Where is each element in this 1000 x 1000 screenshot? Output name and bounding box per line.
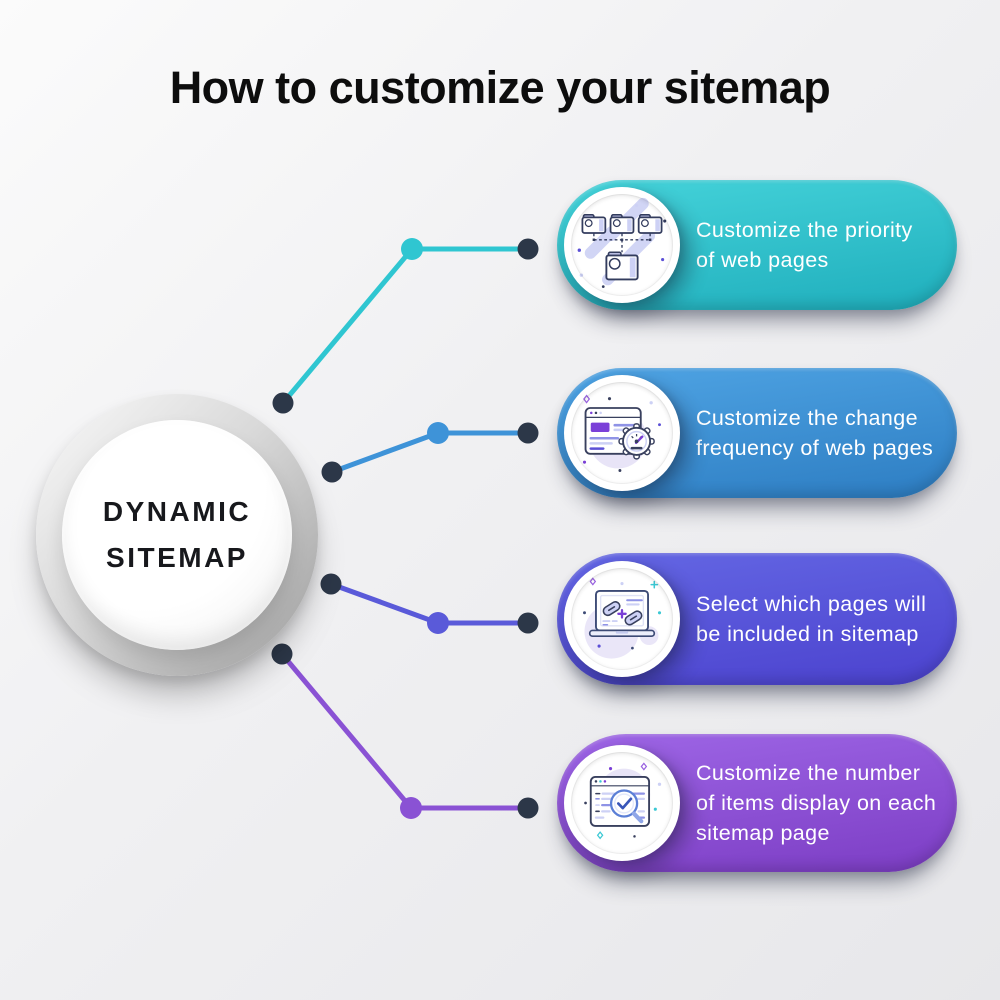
step-card-page-selection: Select which pages will be included in s… — [557, 553, 957, 685]
link-glyph — [602, 601, 621, 617]
connector-line-step-1 — [281, 246, 528, 405]
hub-node-dot-1 — [272, 392, 294, 414]
folder-glyph — [637, 214, 663, 234]
sitemap-folders-icon — [577, 197, 667, 289]
hub-node-dot-2 — [321, 461, 343, 483]
page-title: How to customize your sitemap — [169, 62, 831, 113]
hub-node-dot-3 — [320, 573, 342, 595]
connector-step-3 — [320, 573, 539, 634]
connector-step-4 — [271, 643, 539, 819]
elbow-dot-1 — [401, 238, 423, 260]
folder-glyph — [609, 214, 635, 234]
step-icon-badge-4 — [564, 745, 680, 861]
card-node-dot-1 — [517, 238, 539, 260]
blob-background — [584, 604, 639, 659]
blob-background — [598, 768, 651, 821]
laptop-screen — [595, 589, 649, 632]
hub-title-line1: DYNAMIC — [102, 495, 252, 527]
hierarchy-dashed-lines — [593, 233, 651, 253]
elbow-dot-4 — [400, 797, 422, 819]
card-node-dot-3 — [517, 612, 539, 634]
connector-line-step-2 — [331, 430, 528, 475]
step-icon-badge-1 — [564, 187, 680, 303]
hub-node-dot-4 — [271, 643, 293, 665]
magnifier-check-glyph — [609, 789, 644, 824]
sparkle — [640, 762, 648, 771]
stripe-pattern — [584, 197, 656, 286]
content-lines — [602, 599, 643, 626]
blob-background — [588, 410, 647, 469]
sparkle — [596, 831, 604, 840]
folder-glyph — [581, 214, 607, 234]
step-card-items-per-page: Customize the number of items display on… — [557, 734, 957, 872]
browser-window — [589, 776, 651, 827]
plus-glyph — [617, 609, 627, 619]
card-node-dot-4 — [517, 797, 539, 819]
content-lines — [589, 423, 637, 450]
connector-line-step-3 — [330, 581, 528, 626]
sparkle — [583, 394, 591, 404]
laptop-base — [588, 629, 656, 638]
browser-search-check-icon — [584, 762, 662, 840]
browser-change-frequency-gauge-icon — [582, 394, 661, 472]
card-node-dot-2 — [517, 422, 539, 444]
laptop-page-links-icon — [583, 577, 662, 659]
central-circle: DYNAMIC SITEMAP — [36, 394, 318, 676]
step-label-4: Customize the number of items display on… — [696, 761, 937, 845]
hub-title-line2: SITEMAP — [106, 541, 248, 573]
elbow-dot-3 — [427, 612, 449, 634]
step-label-2: Customize the change frequency of web pa… — [696, 406, 934, 460]
magnifier-handle — [631, 811, 644, 824]
browser-window — [584, 407, 642, 455]
step-label-1: Customize the priority of web pages — [696, 218, 913, 272]
connector-step-1 — [272, 238, 539, 414]
link-glyph — [624, 610, 643, 626]
content-lines — [594, 792, 646, 819]
step-label-3: Select which pages will be included in s… — [696, 592, 927, 646]
step-icon-badge-2 — [564, 375, 680, 491]
checkmark — [617, 797, 633, 810]
step-card-priority: Customize the priority of web pages — [557, 180, 957, 310]
elbow-dot-2 — [427, 422, 449, 444]
step-icon-badge-3 — [564, 561, 680, 677]
sparkle — [589, 577, 597, 586]
gear-gauge-glyph — [618, 423, 655, 460]
connector-step-2 — [321, 422, 539, 483]
step-card-change-frequency: Customize the change frequency of web pa… — [557, 368, 957, 498]
connector-line-step-4 — [280, 652, 528, 811]
sparkle — [650, 580, 659, 589]
root-folder-glyph — [605, 251, 639, 281]
central-circle-face: DYNAMIC SITEMAP — [62, 420, 292, 650]
